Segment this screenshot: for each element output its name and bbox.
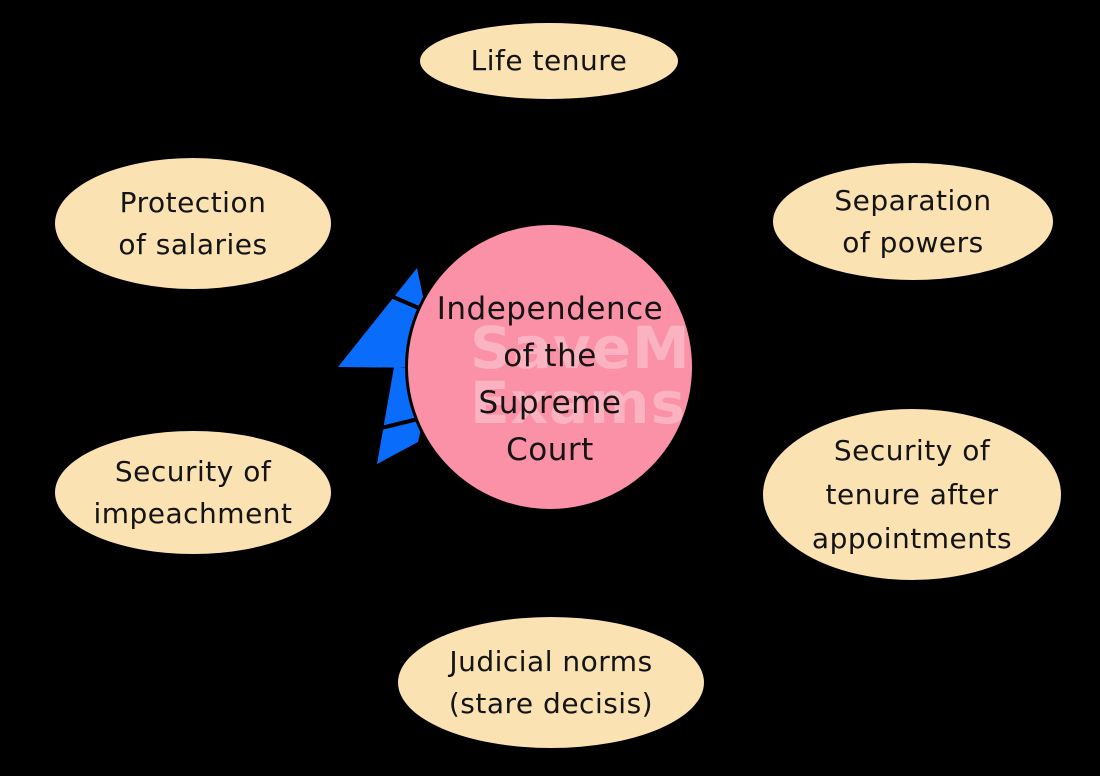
watermark-line: Exams <box>470 369 687 437</box>
node-protection-of-salaries: Protection of salaries <box>55 158 331 289</box>
center-label-line: Supreme <box>478 385 622 421</box>
node-security-of-impeachment: Security of impeachment <box>55 431 331 554</box>
watermark: SaveMy Exams <box>470 314 692 437</box>
center-node: SaveMy Exams Independence of the Supreme… <box>405 222 695 512</box>
node-label-line: Separation <box>834 183 992 217</box>
node-label-line: Security of <box>833 433 991 467</box>
watermark-line: SaveMy <box>470 314 692 382</box>
node-label-line: tenure after <box>825 477 999 511</box>
node-label-line: Life tenure <box>470 44 628 77</box>
node-label-line: Security of <box>114 454 272 488</box>
node-label-line: impeachment <box>93 496 293 530</box>
node-life-tenure: Life tenure <box>420 23 678 99</box>
node-label-line: Judicial norms <box>449 644 653 678</box>
center-node-label: Independence of the Supreme Court <box>408 225 692 509</box>
center-label-line: Court <box>506 432 594 468</box>
center-label-line: Independence <box>436 291 664 327</box>
node-judicial-norms-stare-decisis: Judicial norms (stare decisis) <box>398 617 704 748</box>
node-label-line: of salaries <box>118 227 268 261</box>
center-label-line: of the <box>503 338 597 374</box>
node-separation-of-powers: Separation of powers <box>773 163 1053 280</box>
node-label-line: (stare decisis) <box>448 686 654 720</box>
node-label-line: appointments <box>811 521 1013 555</box>
node-label-line: of powers <box>842 225 984 259</box>
node-security-of-tenure-after-appointments: Security of tenure after appointments <box>763 409 1061 580</box>
node-label-line: Protection <box>119 185 267 219</box>
